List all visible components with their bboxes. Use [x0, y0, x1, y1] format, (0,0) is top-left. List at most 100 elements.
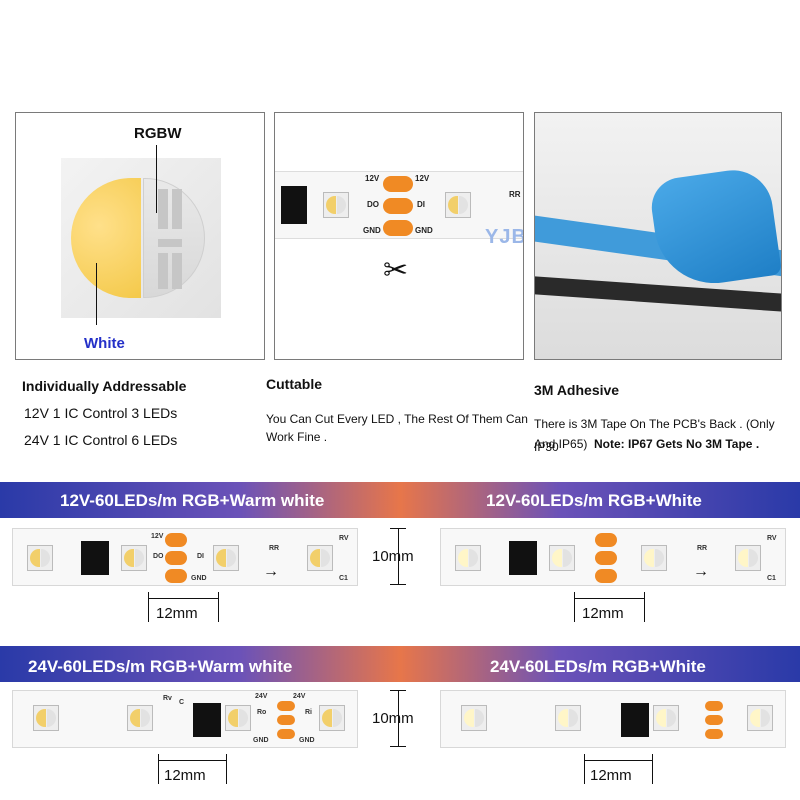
lbl-do: DO [153, 553, 164, 560]
banner-24v-warm-title: 24V-60LEDs/m RGB+Warm white [28, 657, 293, 676]
lbl-24v-right: 24V [293, 693, 306, 700]
warm-white-die [71, 178, 141, 298]
led-3 [653, 705, 679, 731]
white-leader-line [96, 263, 97, 325]
led-2 [127, 705, 153, 731]
pad-24v [705, 701, 723, 711]
ic-chip [621, 703, 649, 737]
pad-data [595, 551, 617, 565]
lbl-ro: Ro [257, 709, 267, 716]
pad-gnd [277, 729, 295, 739]
lbl-rr: RR [269, 545, 280, 552]
strip-12v-warm: 12V DO DI GND RR → RV C1 [12, 528, 358, 586]
pad-gnd [595, 569, 617, 583]
arrow-right-icon: → [263, 563, 279, 580]
feature-line-cut-1: You Can Cut Every LED , The Rest Of Them… [266, 412, 528, 426]
width-10mm-label-24v: 10mm [372, 710, 414, 727]
ic-chip [281, 186, 307, 224]
led-chip-image [61, 158, 221, 318]
arrow-right-icon: → [693, 563, 709, 580]
pad-label-12v-left: 12V [365, 174, 380, 183]
rgb-die [143, 178, 205, 298]
rgbw-chip-panel: RGBW White [15, 112, 265, 360]
cut-pad-12v [383, 176, 413, 192]
width-dimension-line [398, 528, 399, 584]
lbl-rr: RR [697, 545, 708, 552]
led-2 [549, 545, 575, 571]
pad-12v [595, 533, 617, 547]
led-1 [455, 545, 481, 571]
cut-pad-gnd [383, 220, 413, 236]
pad-label-gnd-left: GND [363, 226, 381, 235]
cut-point-panel: 12V 12V DO DI GND GND RR ✂ YJBCo® [274, 112, 524, 360]
banner-24v-white-title: 24V-60LEDs/m RGB+White [490, 657, 706, 676]
lbl-di: DI [197, 553, 204, 560]
led-4 [747, 705, 773, 731]
led-1 [33, 705, 59, 731]
cut-pad-data [383, 198, 413, 214]
lbl-c: C [179, 699, 185, 706]
feature-line-cut-2: Work Fine . [266, 430, 328, 444]
led-4 [319, 705, 345, 731]
pad-24v [277, 701, 295, 711]
led-4 [307, 545, 333, 571]
lbl-rv: RV [767, 535, 777, 542]
led-closeup-right [445, 192, 471, 218]
ic-chip [509, 541, 537, 575]
lbl-gnd-left: GND [253, 737, 269, 744]
pitch-12mm-label-12v-warm: 12mm [156, 605, 198, 622]
pad-label-di: DI [417, 200, 425, 209]
ic-chip [193, 703, 221, 737]
led-2 [555, 705, 581, 731]
pad-label-do: DO [367, 200, 379, 209]
feature-line-12v: 12V 1 IC Control 3 LEDs [24, 405, 178, 421]
lbl-24v-left: 24V [255, 693, 268, 700]
lbl-rv: Rv [163, 695, 172, 702]
pad-gnd [165, 569, 187, 583]
feature-line-tape-1: There is 3M Tape On The PCB's Back . (On… [534, 417, 775, 454]
pad-gnd [705, 729, 723, 739]
lbl-gnd: GND [191, 575, 207, 582]
led-1 [461, 705, 487, 731]
rgbw-label: RGBW [134, 125, 182, 142]
rgbw-leader-line [156, 145, 157, 213]
led-3 [225, 705, 251, 731]
pitch-12mm-label-12v-white: 12mm [582, 605, 624, 622]
banner-12v: 12V-60LEDs/m RGB+Warm white 12V-60LEDs/m… [0, 482, 800, 518]
pad-12v [165, 533, 187, 547]
lbl-c1: C1 [767, 575, 776, 582]
lbl-rv: RV [339, 535, 349, 542]
feature-note-ip67: Note: IP67 Gets No 3M Tape . [594, 437, 760, 451]
banner-12v-white-title: 12V-60LEDs/m RGB+White [486, 491, 702, 510]
adhesive-panel [534, 112, 782, 360]
strip-24v-warm: Rv C 24V 24V Ro Ri GND GND [12, 690, 358, 748]
strip-closeup: 12V 12V DO DI GND GND RR [275, 171, 523, 239]
strip-12v-white: RR → RV C1 [440, 528, 786, 586]
pitch-12mm-label-24v-white: 12mm [590, 767, 632, 784]
pad-data [705, 715, 723, 725]
feature-title-adhesive: 3M Adhesive [534, 382, 620, 398]
strip-24v-white [440, 690, 786, 748]
ic-chip [81, 541, 109, 575]
scissors-icon: ✂ [383, 254, 409, 287]
led-3 [641, 545, 667, 571]
pad-data [277, 715, 295, 725]
pad-label-rr: RR [509, 190, 521, 199]
banner-24v: 24V-60LEDs/m RGB+Warm white 24V-60LEDs/m… [0, 646, 800, 682]
pitch-12mm-label-24v-warm: 12mm [164, 767, 206, 784]
lbl-c1: C1 [339, 575, 348, 582]
led-1 [27, 545, 53, 571]
feature-line-tape-2: And IP65) [534, 437, 588, 451]
led-3 [213, 545, 239, 571]
white-label: White [84, 335, 125, 352]
width-10mm-label-12v: 10mm [372, 548, 414, 565]
banner-12v-warm-title: 12V-60LEDs/m RGB+Warm white [60, 491, 325, 510]
led-closeup-left [323, 192, 349, 218]
pad-label-gnd-right: GND [415, 226, 433, 235]
lbl-ri: Ri [305, 709, 312, 716]
feature-title-addressable: Individually Addressable [22, 378, 187, 394]
pad-data [165, 551, 187, 565]
feature-line-24v: 24V 1 IC Control 6 LEDs [24, 432, 178, 448]
feature-title-cuttable: Cuttable [266, 376, 322, 392]
width-dimension-line-24v [398, 690, 399, 746]
